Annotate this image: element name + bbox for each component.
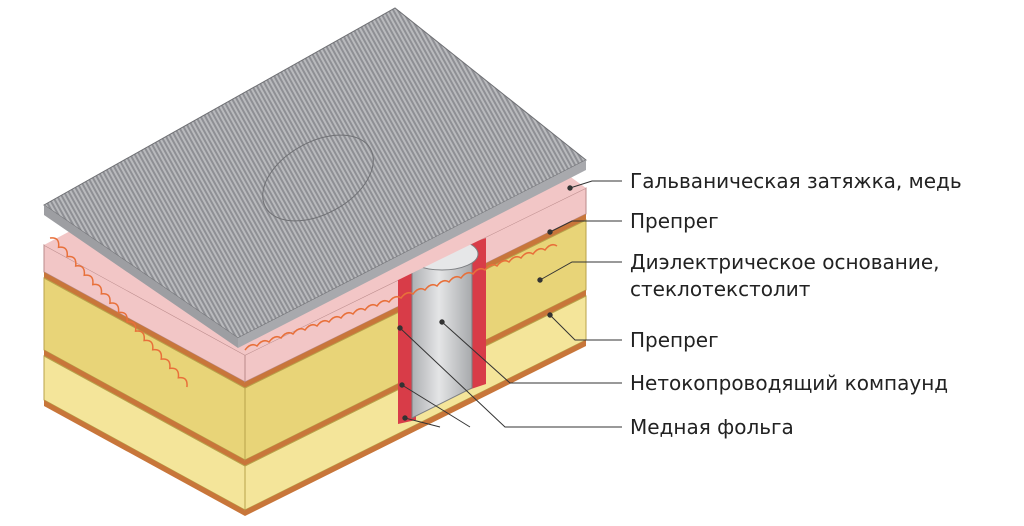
top-surface [43,7,587,388]
front-face [43,244,246,516]
label-dielectric-line1: Диэлектрическое основание, [630,250,940,274]
label-copper-foil: Медная фольга [630,415,794,439]
fiber-line-right [244,243,558,351]
leader-compound [441,321,622,384]
leader-plating [569,180,622,189]
plating-right-edge [238,160,586,348]
label-prepreg-bottom: Препрег [630,328,719,352]
leader-dot-prepreg-top [547,229,553,235]
label-plating: Гальваническая затяжка, медь [630,169,962,193]
leader-dot-copper-1 [397,325,403,331]
leader-dot-compound [439,319,445,325]
front-copper-foil-2 [44,350,245,466]
right-copper-bottom [245,340,586,516]
leader-prepreg-top [549,220,622,233]
label-compound: Нетокопроводящий компаунд [630,371,949,395]
fiber-line-left [49,237,188,388]
leader-prepreg-bottom [549,314,622,341]
leader-copper-2 [401,384,471,428]
leader-dielectric [539,261,622,281]
plating-front-edge [44,205,238,348]
front-copper-bottom [44,400,245,516]
leader-dot-dielectric [537,277,543,283]
leader-dot-plating [567,185,573,191]
leader-dot-prepreg-bottom [547,312,553,318]
leader-dot-copper-2 [399,382,405,388]
via-pad-outline [262,134,374,222]
label-dielectric-line2: стеклотекстолит [630,277,811,301]
leader-copper-1 [399,327,622,428]
leader-lines [397,180,622,428]
label-prepreg-top: Препрег [630,209,719,233]
leader-dot-copper-3 [402,415,408,421]
leader-copper-3 [404,417,441,428]
front-copper-foil-1 [44,272,245,388]
